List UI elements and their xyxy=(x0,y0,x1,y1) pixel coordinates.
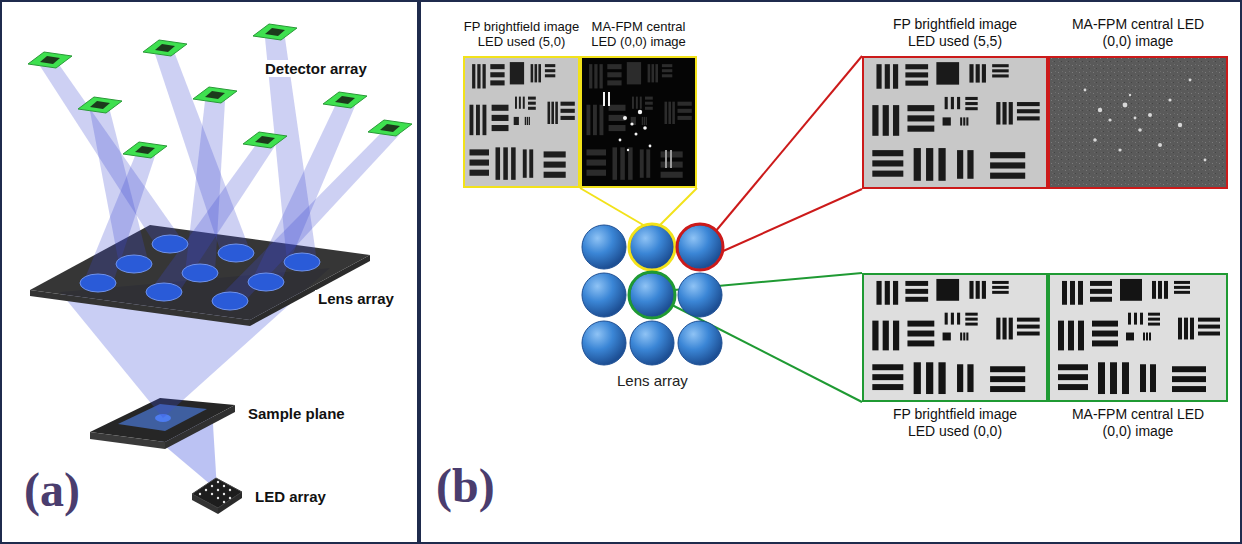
image-caption: MA-FPM central LED (0,0) image xyxy=(1066,16,1211,50)
image-caption: MA-FPM central LED (0,0) image xyxy=(1066,406,1211,440)
panel-letter: (b) xyxy=(436,458,495,513)
image-caption: FP brightfield image LED used (5,5) xyxy=(883,16,1028,50)
part-label: Detector array xyxy=(262,60,370,77)
part-label: LED array xyxy=(252,488,329,505)
image-frame: FP brightfield image LED used (5,0) xyxy=(463,56,580,188)
image-caption: FP brightfield image LED used (5,0) xyxy=(463,19,580,50)
image-frame: FP brightfield image LED used (5,5) xyxy=(862,56,1048,189)
image-frame: MA-FPM central LED (0,0) image xyxy=(1048,273,1228,402)
image-frame: MA-FPM central LED (0,0) image xyxy=(1048,56,1228,189)
part-label: Lens array xyxy=(617,372,688,389)
image-caption: FP brightfield image LED used (0,0) xyxy=(883,406,1028,440)
part-label: Lens array xyxy=(315,290,397,307)
image-frame: MA-FPM central LED (0,0) image xyxy=(580,56,697,188)
panel-letter: (a) xyxy=(24,462,80,517)
part-label: Sample plane xyxy=(245,405,348,422)
image-caption: MA-FPM central LED (0,0) image xyxy=(580,19,697,50)
image-frame: FP brightfield image LED used (0,0) xyxy=(862,273,1048,402)
